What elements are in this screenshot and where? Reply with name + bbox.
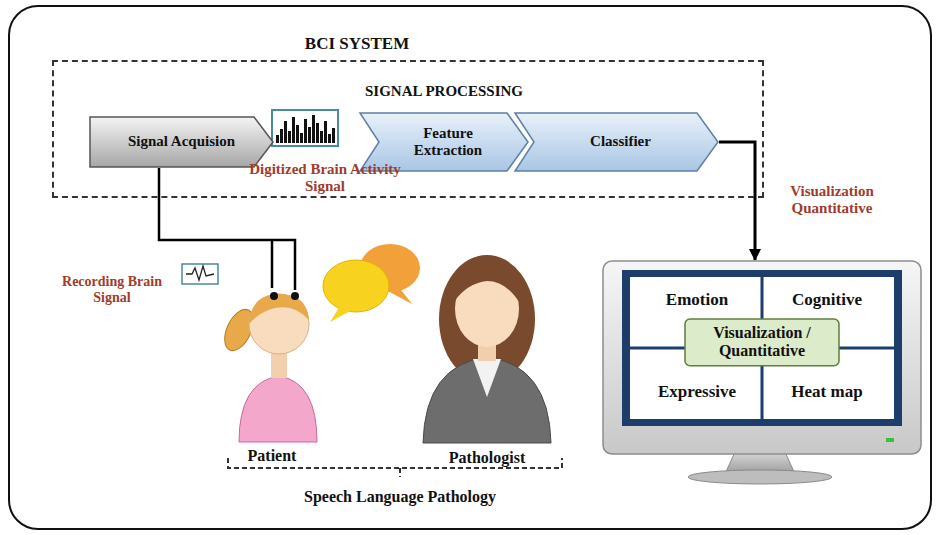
box-label: Expressive [658,382,736,402]
group-title: SIGNAL PROCESSING [365,83,523,100]
monitor-base [688,470,832,484]
signal-label: Digitized Brain Activity Signal [240,161,410,196]
box-label: Classifier [590,133,651,150]
person-figure: Pathologist [417,247,557,472]
speech-bubbles [323,244,420,322]
edge-label: Visualization Quantitative [777,183,887,218]
person-label: Patient [248,447,297,465]
system-frame: Signal Acquision Feature Extraction Classi… [8,5,932,530]
box-label: Signal Acquision [128,133,235,150]
box-label: Heat map [791,382,862,402]
processing-group: Signal Acquision Feature Extraction Classi… [52,60,764,198]
signal-icon [272,110,338,146]
electrode-wire [159,168,295,290]
process-step: Classifier [514,112,719,172]
group-caption: Speech Language Pathology [304,488,496,506]
box-label: Cognitive [792,290,862,310]
box-label: Emotion [666,290,728,310]
group-title: BCI SYSTEM [305,34,409,54]
box-label: Feature Extraction [393,125,503,160]
person-label: Pathologist [449,449,525,467]
flow-arrow [719,142,755,260]
electrode-wire [271,240,274,288]
node-shape [217,290,327,470]
signal-icon [182,264,218,284]
display-monitor: Visualization / Quantitative Emotion Cogni… [602,260,922,455]
box-label: Visualization / Quantitative [692,324,832,361]
node-shape [417,247,557,472]
process-step: Signal Acquision [89,116,274,168]
signal-label: Recording Brain Signal [57,274,167,306]
person-figure: Patient [217,290,327,470]
display-box: Visualization / Quantitative [684,318,840,367]
